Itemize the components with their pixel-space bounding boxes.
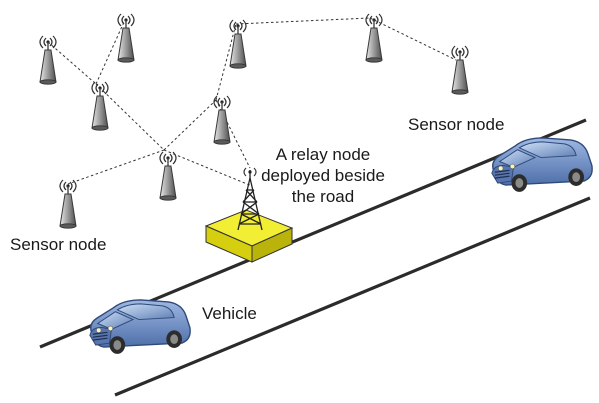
sensor-node-icon <box>229 19 247 69</box>
relay-node-label: A relay node deployed beside the road <box>252 144 394 207</box>
sensor-node-icon <box>451 45 469 95</box>
sensor-node-label-right: Sensor node <box>408 115 505 134</box>
relay-node-label-line-2: deployed beside <box>261 166 385 185</box>
relay-node-label-line-3: the road <box>291 187 355 206</box>
sensor-node-icon <box>91 81 109 131</box>
sensor-node-icon <box>365 13 383 63</box>
sensor-node-icon <box>159 151 177 201</box>
vehicle-front-car-icon <box>89 299 191 355</box>
network-links <box>47 17 457 187</box>
road-lower-edge <box>114 196 591 397</box>
relay-node-icon <box>204 167 294 263</box>
sensor-node-icon <box>59 179 77 229</box>
relay-node-label-line-1: A relay node <box>275 145 371 164</box>
sensor-node-icon <box>117 13 135 63</box>
sensor-node-icon <box>213 95 231 145</box>
sensor-node-label-left: Sensor node <box>10 235 107 254</box>
vehicle-label: Vehicle <box>202 304 257 323</box>
sensor-node-icon <box>39 35 57 85</box>
vehicle-rear-car-icon <box>491 137 593 193</box>
